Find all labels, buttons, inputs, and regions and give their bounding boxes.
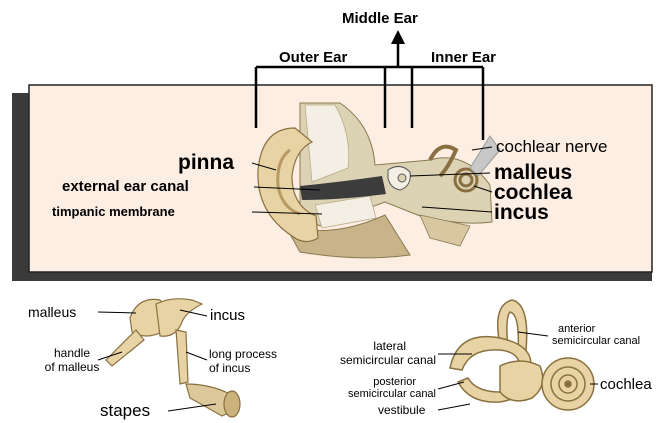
timpanic-membrane-label: timpanic membrane [52,205,175,218]
ossicle-malleus-label: malleus [28,305,76,319]
handle-line2: of malleus [44,361,100,373]
malleus-handle [106,330,144,366]
vestibule-label: vestibule [378,404,425,416]
ossicle-incus-label: incus [210,308,245,323]
posterior-line1: posterior [326,377,436,388]
inner-ear-label: Inner Ear [431,50,496,65]
anterior-line2: semicircular canal [552,336,640,347]
cochlea-label: cochlea [494,182,572,203]
long-process-line2: of incus [209,362,277,374]
long-process-of-incus-label: long process of incus [209,348,277,374]
stapes-footplate [224,391,240,417]
lateral-canal-label: lateral semicircular canal [330,340,436,366]
labyrinth-cochlea-label: cochlea [600,377,652,392]
anterior-line1: anterior [552,324,640,335]
cochlear-nerve-label: cochlear nerve [496,138,608,155]
handle-line1: handle [44,347,100,359]
middle-ear-label: Middle Ear [342,11,418,26]
middle-ear-arrow [391,30,405,44]
lateral-line1: lateral [330,340,436,352]
long-process-line1: long process [209,348,277,360]
lateral-line2: semicircular canal [330,354,436,366]
pinna-label: pinna [178,152,234,173]
vestibule-shape [500,361,543,401]
posterior-canal-label: posterior semicircular canal [326,377,436,400]
posterior-line2: semicircular canal [326,389,436,400]
incus-long-process [176,330,188,384]
incus-label: incus [494,202,549,223]
malleus-label: malleus [494,162,572,183]
ossicle-joint [398,174,406,182]
stapes-label: stapes [100,402,150,419]
outer-ear-label: Outer Ear [279,50,347,65]
external-ear-canal-label: external ear canal [62,179,189,194]
handle-of-malleus-label: handle of malleus [44,347,100,373]
labyrinth-drawing [450,300,594,410]
anterior-canal-label: anterior semicircular canal [552,324,640,347]
